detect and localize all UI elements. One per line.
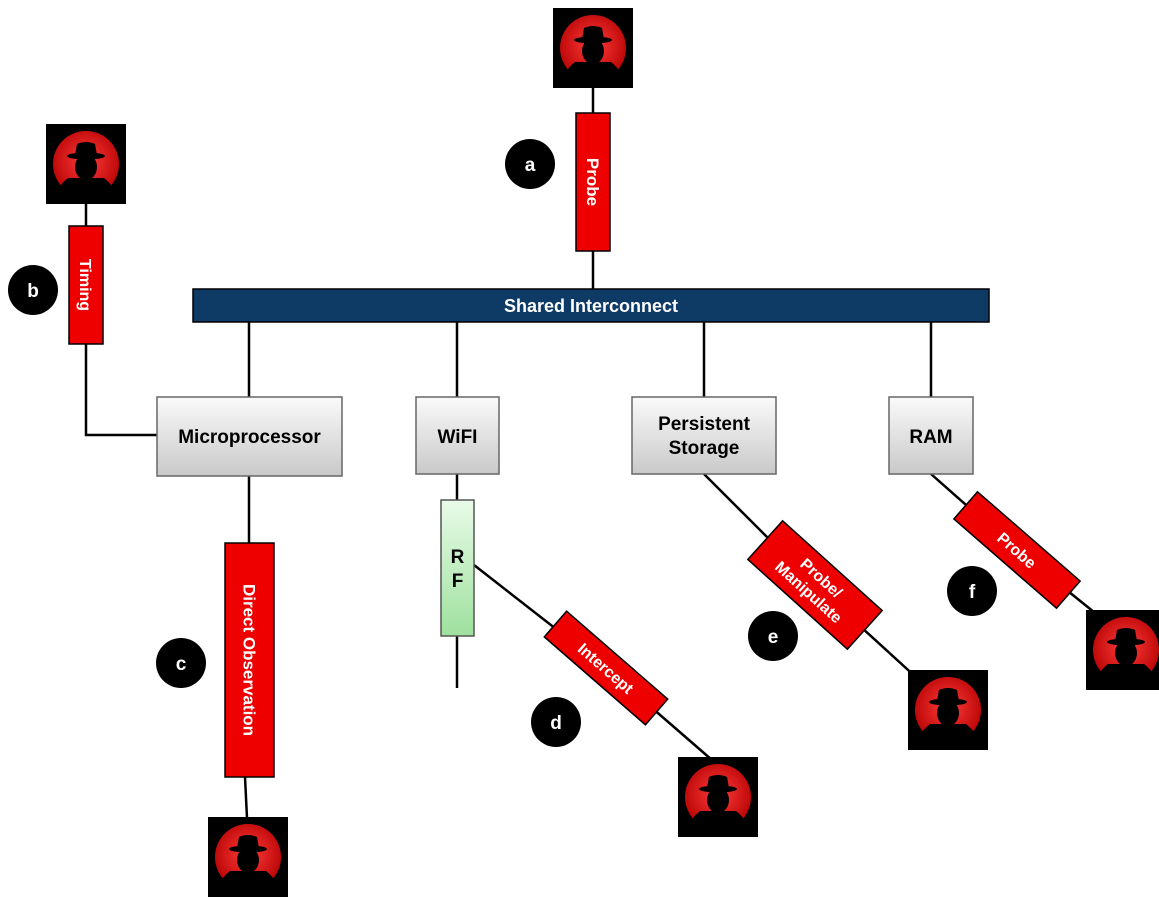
- component-persistent-storage: Persistent Storage: [631, 396, 777, 475]
- attack-box-a: Probe: [575, 112, 611, 252]
- marker-f: f: [947, 566, 997, 616]
- marker-e: e: [748, 611, 798, 661]
- persistent-storage-label-line2: Storage: [669, 438, 740, 459]
- marker-e-label: e: [768, 627, 779, 648]
- marker-b: b: [8, 265, 58, 315]
- attack-box-b: Timing: [68, 225, 104, 345]
- attack-box-d: Intercept: [543, 610, 669, 726]
- hacker-icon-f: [1086, 610, 1159, 690]
- component-microprocessor: Microprocessor: [156, 396, 343, 477]
- hacker-icon-d: [678, 757, 758, 837]
- attack-b-label: Timing: [76, 259, 93, 311]
- marker-f-label: f: [969, 582, 976, 603]
- marker-c-label: c: [176, 654, 187, 675]
- component-ram: RAM: [888, 396, 974, 475]
- marker-d: d: [531, 697, 581, 747]
- marker-d-label: d: [550, 713, 562, 734]
- hacker-icon-b: [46, 124, 126, 204]
- rf-label-line1: R: [451, 547, 465, 568]
- marker-c: c: [156, 638, 206, 688]
- attack-c-label: Direct Observation: [240, 584, 259, 736]
- line-c-hacker: [243, 776, 249, 819]
- component-rf: R F: [440, 499, 475, 637]
- hacker-icon-c: [208, 817, 288, 897]
- shared-interconnect-bus: Shared Interconnect: [192, 288, 990, 323]
- line-b-micro: [84, 344, 157, 437]
- marker-a-label: a: [525, 155, 536, 176]
- hacker-icon-e: [908, 670, 988, 750]
- rf-label-line2: F: [452, 571, 464, 592]
- ram-label: RAM: [909, 427, 952, 448]
- persistent-storage-label-line1: Persistent: [658, 414, 751, 435]
- marker-a: a: [505, 139, 555, 189]
- bus-label: Shared Interconnect: [504, 296, 678, 316]
- attack-box-c: Direct Observation: [224, 542, 275, 778]
- attack-box-f: Probe: [952, 490, 1082, 610]
- microprocessor-label: Microprocessor: [178, 427, 321, 448]
- marker-b-label: b: [27, 281, 39, 302]
- component-wifi: WiFI: [415, 396, 500, 475]
- hacker-icon-a: [553, 8, 633, 88]
- attack-a-label: Probe: [583, 158, 602, 206]
- wifi-label: WiFI: [438, 427, 478, 448]
